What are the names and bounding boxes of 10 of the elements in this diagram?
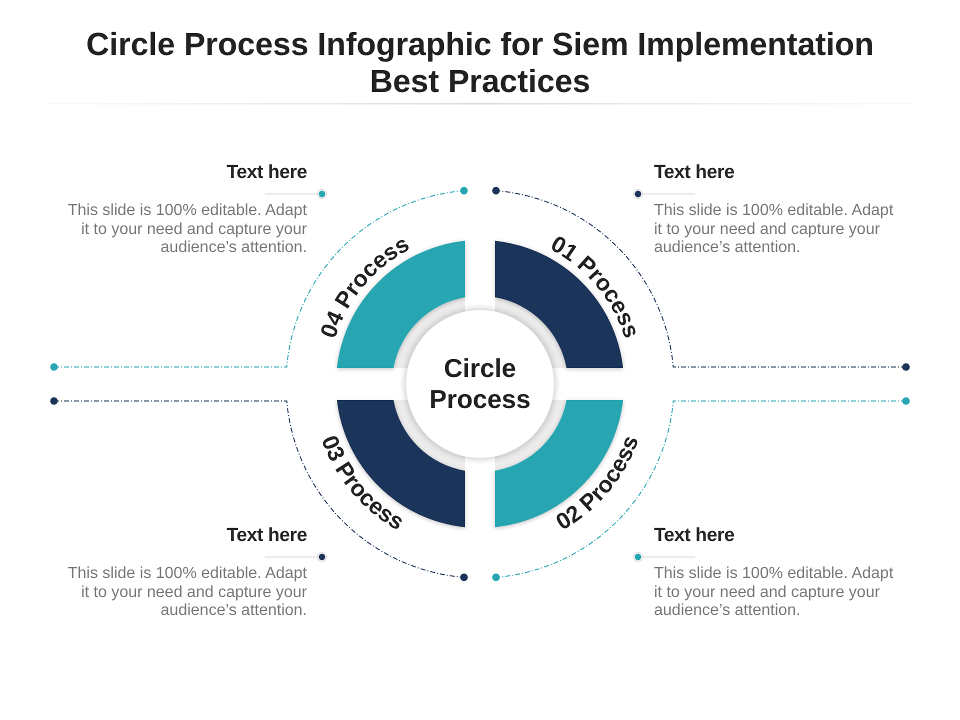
description-text: This slide is 100% editable. Adapt it to your need and capture your audience’s attention. [654,202,894,258]
description-text: This slide is 100% editable. Adapt it to your need and capture your audience’s attention. [654,565,894,620]
title: Circle Process Infographic for Siem Implementation Best Practices [85,26,875,100]
block-heading: Text here [654,162,734,184]
block-heading: Text here [226,162,307,184]
block-heading: Text here [654,525,734,547]
description-text: This slide is 100% editable. Adapt it to your need and capture your audience’s attention. [66,565,307,620]
center-label: Circle Process [428,353,532,415]
block-heading: Text here [226,525,307,547]
description-text: This slide is 100% editable. Adapt it to your need and capture your audience’s attention. [66,202,307,258]
